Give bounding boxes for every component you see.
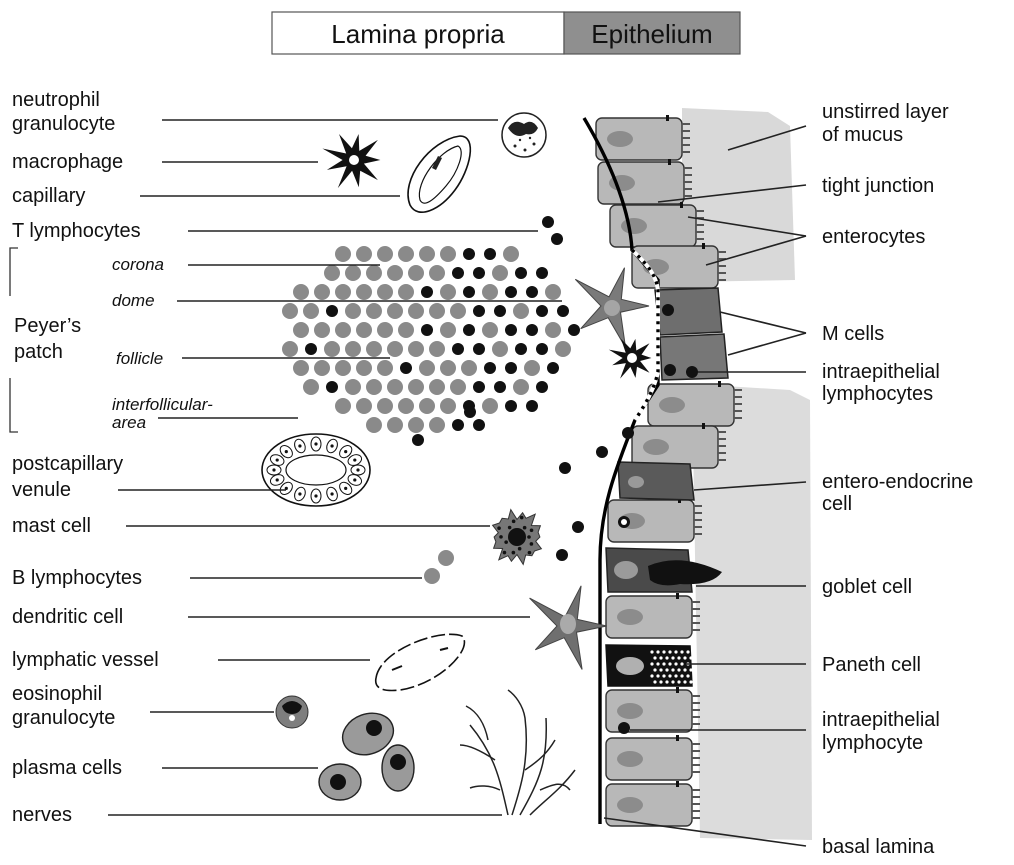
macrophage-near-m-cells-core: [627, 353, 637, 363]
label-enteroendocrine-line1: entero-endocrine: [822, 471, 973, 493]
t-lymphocyte-2: [551, 233, 563, 245]
left-labels: neutrophil granulocyte macrophage capill…: [12, 89, 213, 826]
label-follicle: follicle: [116, 349, 163, 368]
capillary: [408, 136, 470, 212]
dendritic-cell-lower-nucleus: [560, 614, 576, 634]
label-iel-single-line2: lymphocyte: [822, 732, 923, 754]
label-m-cells: M cells: [822, 323, 884, 345]
peyers-patch-bracket: [10, 248, 18, 432]
legend-lamina-propria-label: Lamina propria: [331, 19, 505, 49]
label-interfollicular-line1: interfollicular-: [112, 395, 213, 414]
label-macrophage: macrophage: [12, 151, 123, 173]
label-mast-cell: mast cell: [12, 515, 91, 537]
label-tight-junction: tight junction: [822, 175, 934, 197]
iel-dot-2: [686, 366, 698, 378]
peyers-patch-follicle: [282, 246, 580, 446]
label-lymphatic-vessel: lymphatic vessel: [12, 649, 159, 671]
label-postcapillary-line1: postcapillary: [12, 453, 123, 475]
label-dendritic-cell: dendritic cell: [12, 606, 123, 628]
label-mucus-line2: of mucus: [822, 124, 903, 146]
label-mucus-line1: unstirred layer: [822, 101, 949, 123]
legend-epithelium-label: Epithelium: [591, 19, 712, 49]
intraepithelial-lymphocyte-single: [618, 722, 630, 734]
plasma-cells: [319, 706, 414, 800]
b-lymphocyte-2: [424, 568, 440, 584]
lymphatic-vessel: [376, 634, 465, 690]
label-nerves: nerves: [12, 804, 72, 826]
label-paneth-cell: Paneth cell: [822, 654, 921, 676]
m-cells: [655, 288, 728, 380]
label-basal-lamina: basal lamina: [822, 836, 935, 858]
enteroendocrine-cell: [618, 462, 694, 500]
label-b-lymphocytes: B lymphocytes: [12, 567, 142, 589]
label-corona: corona: [112, 255, 164, 274]
iel-dot-1: [664, 364, 676, 376]
nerves: [460, 690, 575, 815]
label-neutrophil-line1: neutrophil: [12, 89, 100, 111]
label-plasma-cells: plasma cells: [12, 757, 122, 779]
label-eosinophil-line1: eosinophil: [12, 683, 102, 705]
label-neutrophil-line2: granulocyte: [12, 113, 115, 135]
label-enteroendocrine-line2: cell: [822, 493, 852, 515]
label-dome: dome: [112, 291, 155, 310]
legend: Lamina propria Epithelium: [272, 12, 740, 54]
label-capillary: capillary: [12, 185, 85, 207]
label-peyers-patch-line1: Peyer’s: [14, 315, 81, 337]
label-postcapillary-line2: venule: [12, 479, 71, 501]
label-iel-single-line1: intraepithelial: [822, 709, 940, 731]
label-peyers-patch-line2: patch: [14, 341, 63, 363]
m-cell-lymphocyte: [662, 304, 674, 316]
postcapillary-venule: [262, 434, 370, 506]
label-interfollicular-line2: area: [112, 413, 146, 432]
macrophage-cell: [322, 134, 380, 188]
enteroendocrine-lymphocyte-core: [621, 519, 627, 525]
t-lymphocyte-1: [542, 216, 554, 228]
dendritic-cell-upper-nucleus: [604, 300, 620, 316]
label-eosinophil-line2: granulocyte: [12, 707, 115, 729]
mast-cell: [493, 510, 542, 565]
label-iel-plural-line2: lymphocytes: [822, 383, 933, 405]
label-t-lymphocytes: T lymphocytes: [12, 220, 141, 242]
label-enterocytes: enterocytes: [822, 226, 925, 248]
neutrophil-cell: [502, 113, 546, 157]
paneth-cell: [606, 645, 693, 686]
right-labels: unstirred layer of mucus tight junction …: [822, 101, 973, 858]
eosinophil-cell: [276, 696, 308, 728]
label-goblet-cell: goblet cell: [822, 576, 912, 598]
b-lymphocyte-1: [438, 550, 454, 566]
label-iel-plural-line1: intraepithelial: [822, 361, 940, 383]
